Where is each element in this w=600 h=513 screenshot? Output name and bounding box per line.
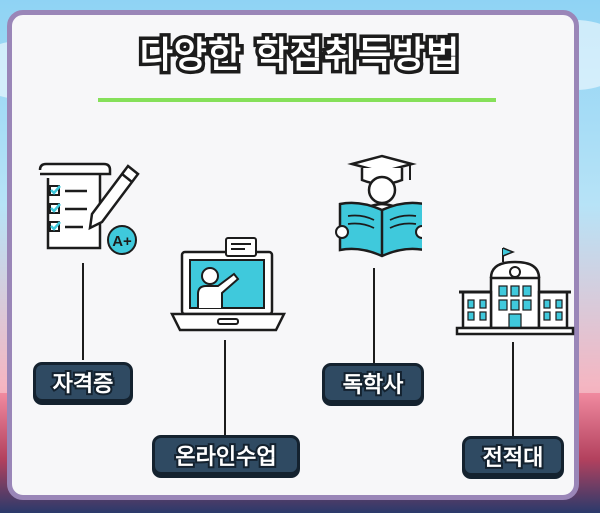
- online-class-laptop-icon: [169, 237, 287, 332]
- certificate-checklist-icon: A+: [38, 162, 140, 255]
- method-label-online-class: 온라인수업: [152, 435, 300, 475]
- connector-line: [82, 263, 84, 360]
- graduate-reading-book-icon: [335, 154, 422, 258]
- method-label-self-study-degree: 독학사: [322, 363, 424, 403]
- connector-line: [373, 268, 375, 363]
- connector-line: [512, 342, 514, 440]
- grade-badge: A+: [112, 233, 132, 250]
- connector-line: [224, 340, 226, 440]
- title-underline: [98, 98, 496, 102]
- university-building-icon: [455, 247, 575, 336]
- method-label-previous-college: 전적대: [462, 436, 564, 476]
- method-label-certificate: 자격증: [33, 362, 133, 402]
- page-title: 다양한 학점취득방법: [136, 32, 463, 80]
- content-card: [7, 10, 579, 500]
